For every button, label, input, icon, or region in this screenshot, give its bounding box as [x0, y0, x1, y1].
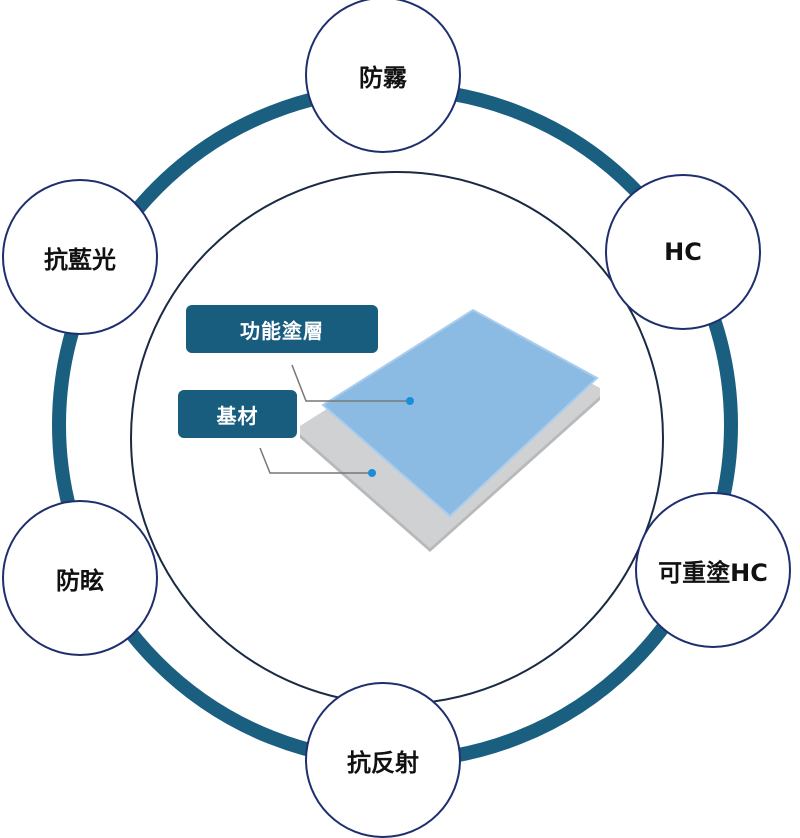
coating-dot	[406, 397, 414, 405]
coating-label: 功能塗層	[186, 305, 378, 353]
coating-leader-line	[291, 364, 410, 402]
substrate-leader-line	[259, 447, 372, 474]
node-anti-blue-light: 抗藍光	[2, 179, 158, 335]
substrate-label: 基材	[178, 390, 297, 438]
coating-layer	[321, 308, 599, 518]
node-anti-fog: 防霧	[305, 0, 461, 153]
substrate-dot	[368, 469, 376, 477]
node-anti-glare: 防眩	[2, 500, 158, 656]
node-anti-reflection: 抗反射	[305, 682, 461, 838]
node-recoatable-hc: 可重塗HC	[635, 492, 791, 648]
node-hard-coat: HC	[605, 174, 761, 330]
